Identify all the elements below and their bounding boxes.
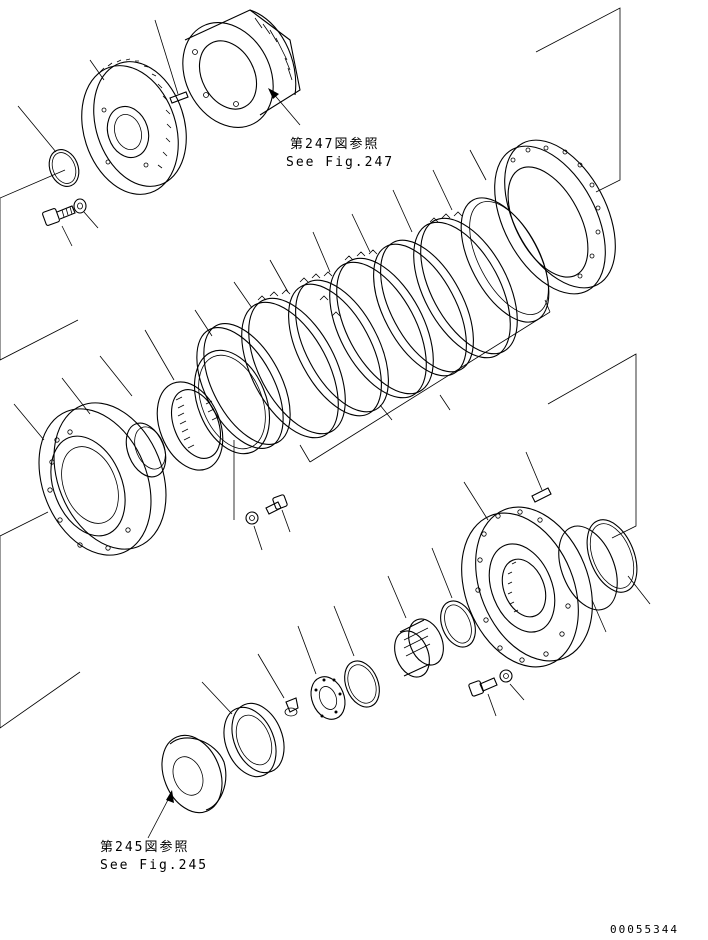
bolt-upper-left	[42, 205, 76, 226]
clutch-pack-leaders	[194, 149, 487, 337]
dowel-pin-right	[531, 487, 552, 503]
snap-ring-left	[193, 349, 271, 455]
leader-line	[253, 525, 263, 551]
leader-line	[144, 329, 175, 381]
leader-line	[333, 605, 355, 657]
bottom-end-cap	[161, 734, 227, 814]
leader-line	[13, 403, 45, 441]
leader-line	[387, 575, 407, 619]
output-hub-flange	[461, 506, 593, 668]
ref-fig245-jp: 第245図参照	[100, 840, 190, 855]
ref-fig247-en: See Fig.247	[286, 155, 395, 170]
leader-line	[154, 19, 179, 95]
bolt-lower-right	[468, 677, 498, 697]
ref-fig247-jp: 第247図参照	[290, 137, 380, 152]
gear-drum	[81, 58, 187, 195]
o-ring-upper-left	[48, 149, 80, 187]
leader-line	[463, 481, 489, 521]
leader-line	[17, 105, 57, 153]
leader-line	[83, 211, 99, 229]
leader-line	[487, 693, 497, 717]
ref-arrow-fig247	[268, 88, 301, 126]
leader-line	[281, 509, 291, 533]
piston-seal-left	[125, 422, 167, 478]
leader-line	[297, 625, 317, 675]
bolt-mid	[265, 494, 288, 515]
bearing-ring-lower	[223, 702, 285, 778]
o-rings-right	[558, 519, 638, 611]
leader-line	[99, 355, 133, 397]
lock-plate	[310, 676, 346, 720]
clutch-pack-discs	[196, 197, 550, 449]
leader-line	[61, 225, 73, 247]
ref-arrow-fig245	[147, 790, 174, 839]
piston-housing-left	[38, 402, 167, 556]
leader-line	[525, 451, 543, 491]
assembly-bracket-left	[0, 169, 79, 361]
assembly-bracket-right	[547, 353, 637, 539]
spring-retainer-left	[156, 381, 224, 471]
washer-mid	[245, 511, 259, 525]
retainer-ring-center	[344, 660, 380, 708]
leader-line	[201, 681, 233, 715]
clutch-pack-bracket	[299, 299, 551, 463]
leader-line	[431, 547, 453, 599]
leader-line	[257, 653, 285, 699]
leader-line	[591, 599, 607, 633]
leader-line	[89, 59, 105, 81]
small-bolt-center	[284, 697, 299, 717]
spool-coupling	[394, 618, 444, 678]
washer-lower-right	[499, 669, 513, 683]
ref-fig245-en: See Fig.245	[100, 858, 209, 873]
assembly-bracket-upper-right	[535, 7, 621, 193]
washer-upper-left	[73, 198, 87, 214]
clutch-end-plate	[494, 139, 616, 295]
drawing-number: 00055344	[610, 923, 679, 936]
leader-line	[509, 683, 525, 701]
thrust-ring	[440, 600, 476, 648]
assembly-bracket-left-lower	[0, 511, 81, 729]
leader-line	[627, 575, 651, 605]
dowel-pin-top	[169, 91, 189, 104]
leader-line	[61, 377, 91, 415]
top-clutch-housing	[182, 9, 301, 128]
